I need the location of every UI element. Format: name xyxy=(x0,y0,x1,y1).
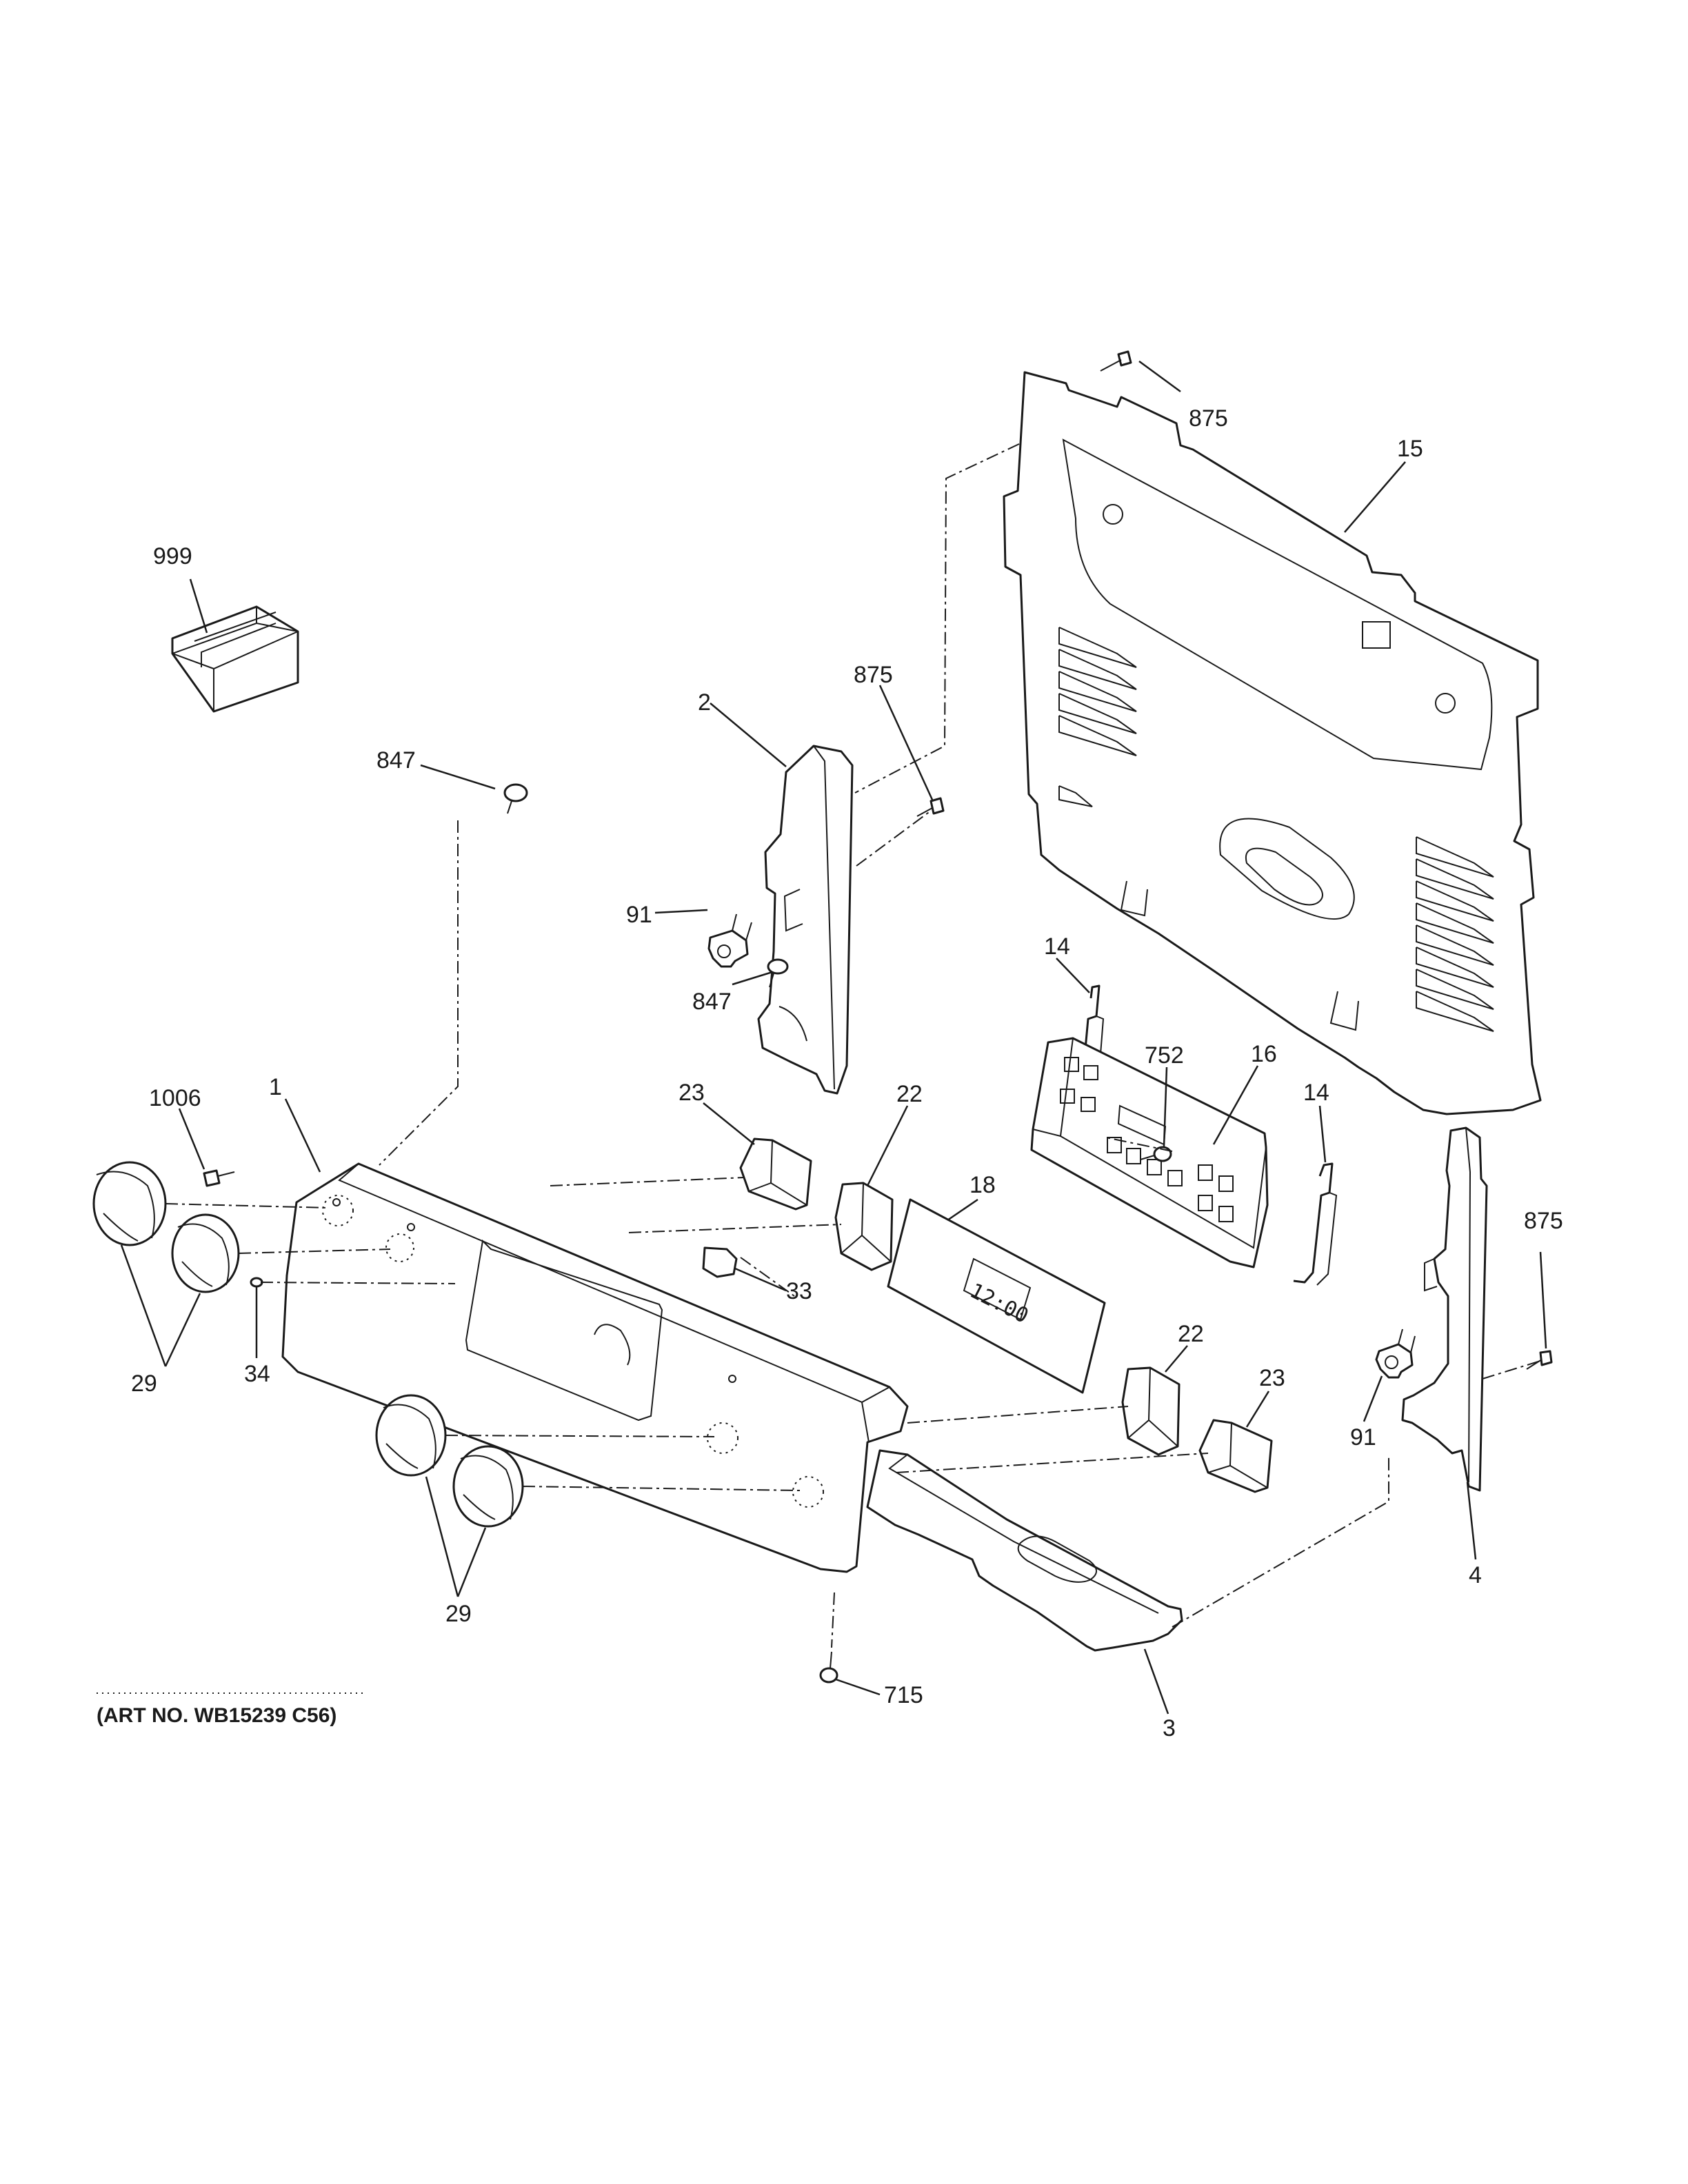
callout-29-lower: 29 xyxy=(445,1601,472,1627)
part-33-indicator-light xyxy=(702,1246,738,1278)
part-4-right-end-bracket xyxy=(1401,1126,1488,1492)
part-14-bracket-right xyxy=(1293,1162,1338,1286)
callout-33: 33 xyxy=(786,1278,812,1304)
callout-752: 752 xyxy=(1145,1042,1184,1069)
callout-715: 715 xyxy=(884,1682,923,1708)
screw-1006 xyxy=(203,1169,235,1187)
callout-14-right: 14 xyxy=(1303,1080,1329,1106)
part-29-knob-1 xyxy=(92,1161,167,1246)
callout-875-top: 875 xyxy=(1189,405,1228,432)
part-18-control-overlay: 12:00 xyxy=(887,1198,1106,1394)
art-number: (ART NO. WB15239 C56) xyxy=(97,1704,336,1727)
callout-875-right: 875 xyxy=(1524,1208,1563,1234)
vent-slots-right xyxy=(1416,836,1494,1032)
callout-999: 999 xyxy=(153,543,192,569)
part-22-switch-lower xyxy=(1121,1366,1180,1456)
part-91-clip-right xyxy=(1375,1328,1416,1379)
screw-875-right xyxy=(1526,1350,1553,1370)
callout-23-upper: 23 xyxy=(679,1080,705,1106)
callout-18: 18 xyxy=(969,1172,996,1198)
callout-22-lower: 22 xyxy=(1178,1321,1204,1347)
screw-847-lower xyxy=(767,958,789,988)
part-91-clip-left xyxy=(707,913,752,968)
vent-slots-left xyxy=(1058,627,1137,807)
callout-2: 2 xyxy=(698,689,711,716)
callout-22-upper: 22 xyxy=(896,1081,923,1107)
part-15-back-panel xyxy=(1003,371,1542,1115)
callout-1: 1 xyxy=(269,1074,282,1100)
part-29-knob-3 xyxy=(375,1394,447,1477)
part-2-left-end-bracket xyxy=(757,745,854,1095)
callout-23-lower: 23 xyxy=(1259,1365,1285,1391)
callout-847-top: 847 xyxy=(376,747,416,774)
callout-91-right: 91 xyxy=(1350,1424,1376,1450)
screw-875-mid xyxy=(916,797,945,817)
callout-4: 4 xyxy=(1469,1562,1482,1588)
screw-847-top xyxy=(503,783,528,814)
part-29-knob-2 xyxy=(171,1213,240,1293)
part-3-lower-trim xyxy=(866,1449,1183,1652)
callout-875-mid: 875 xyxy=(854,662,893,688)
leader-lines xyxy=(120,360,1547,1715)
callout-29-left: 29 xyxy=(131,1371,157,1397)
part-22-switch-upper xyxy=(834,1182,894,1271)
callout-1006: 1006 xyxy=(149,1085,201,1111)
callout-847-lower: 847 xyxy=(692,989,732,1015)
part-1-control-panel xyxy=(281,1162,909,1573)
part-23-switch-upper xyxy=(739,1138,812,1211)
callout-labels: 999 847 2 875 875 15 91 847 1 1006 23 22… xyxy=(131,405,1563,1741)
part-29-knob-4 xyxy=(452,1445,524,1528)
callout-34: 34 xyxy=(244,1361,270,1387)
callout-15: 15 xyxy=(1397,436,1423,462)
part-34-pin xyxy=(250,1277,263,1288)
callout-14-left: 14 xyxy=(1044,933,1070,960)
screw-715 xyxy=(819,1651,838,1684)
alignment-lines xyxy=(165,443,1541,1648)
screw-875-top xyxy=(1100,350,1132,372)
callout-3: 3 xyxy=(1163,1715,1176,1741)
callout-91-left: 91 xyxy=(626,902,652,928)
callout-16: 16 xyxy=(1251,1041,1277,1067)
part-16-control-board xyxy=(1030,1037,1269,1268)
part-23-switch-lower xyxy=(1198,1419,1273,1493)
part-999-box xyxy=(171,605,299,713)
